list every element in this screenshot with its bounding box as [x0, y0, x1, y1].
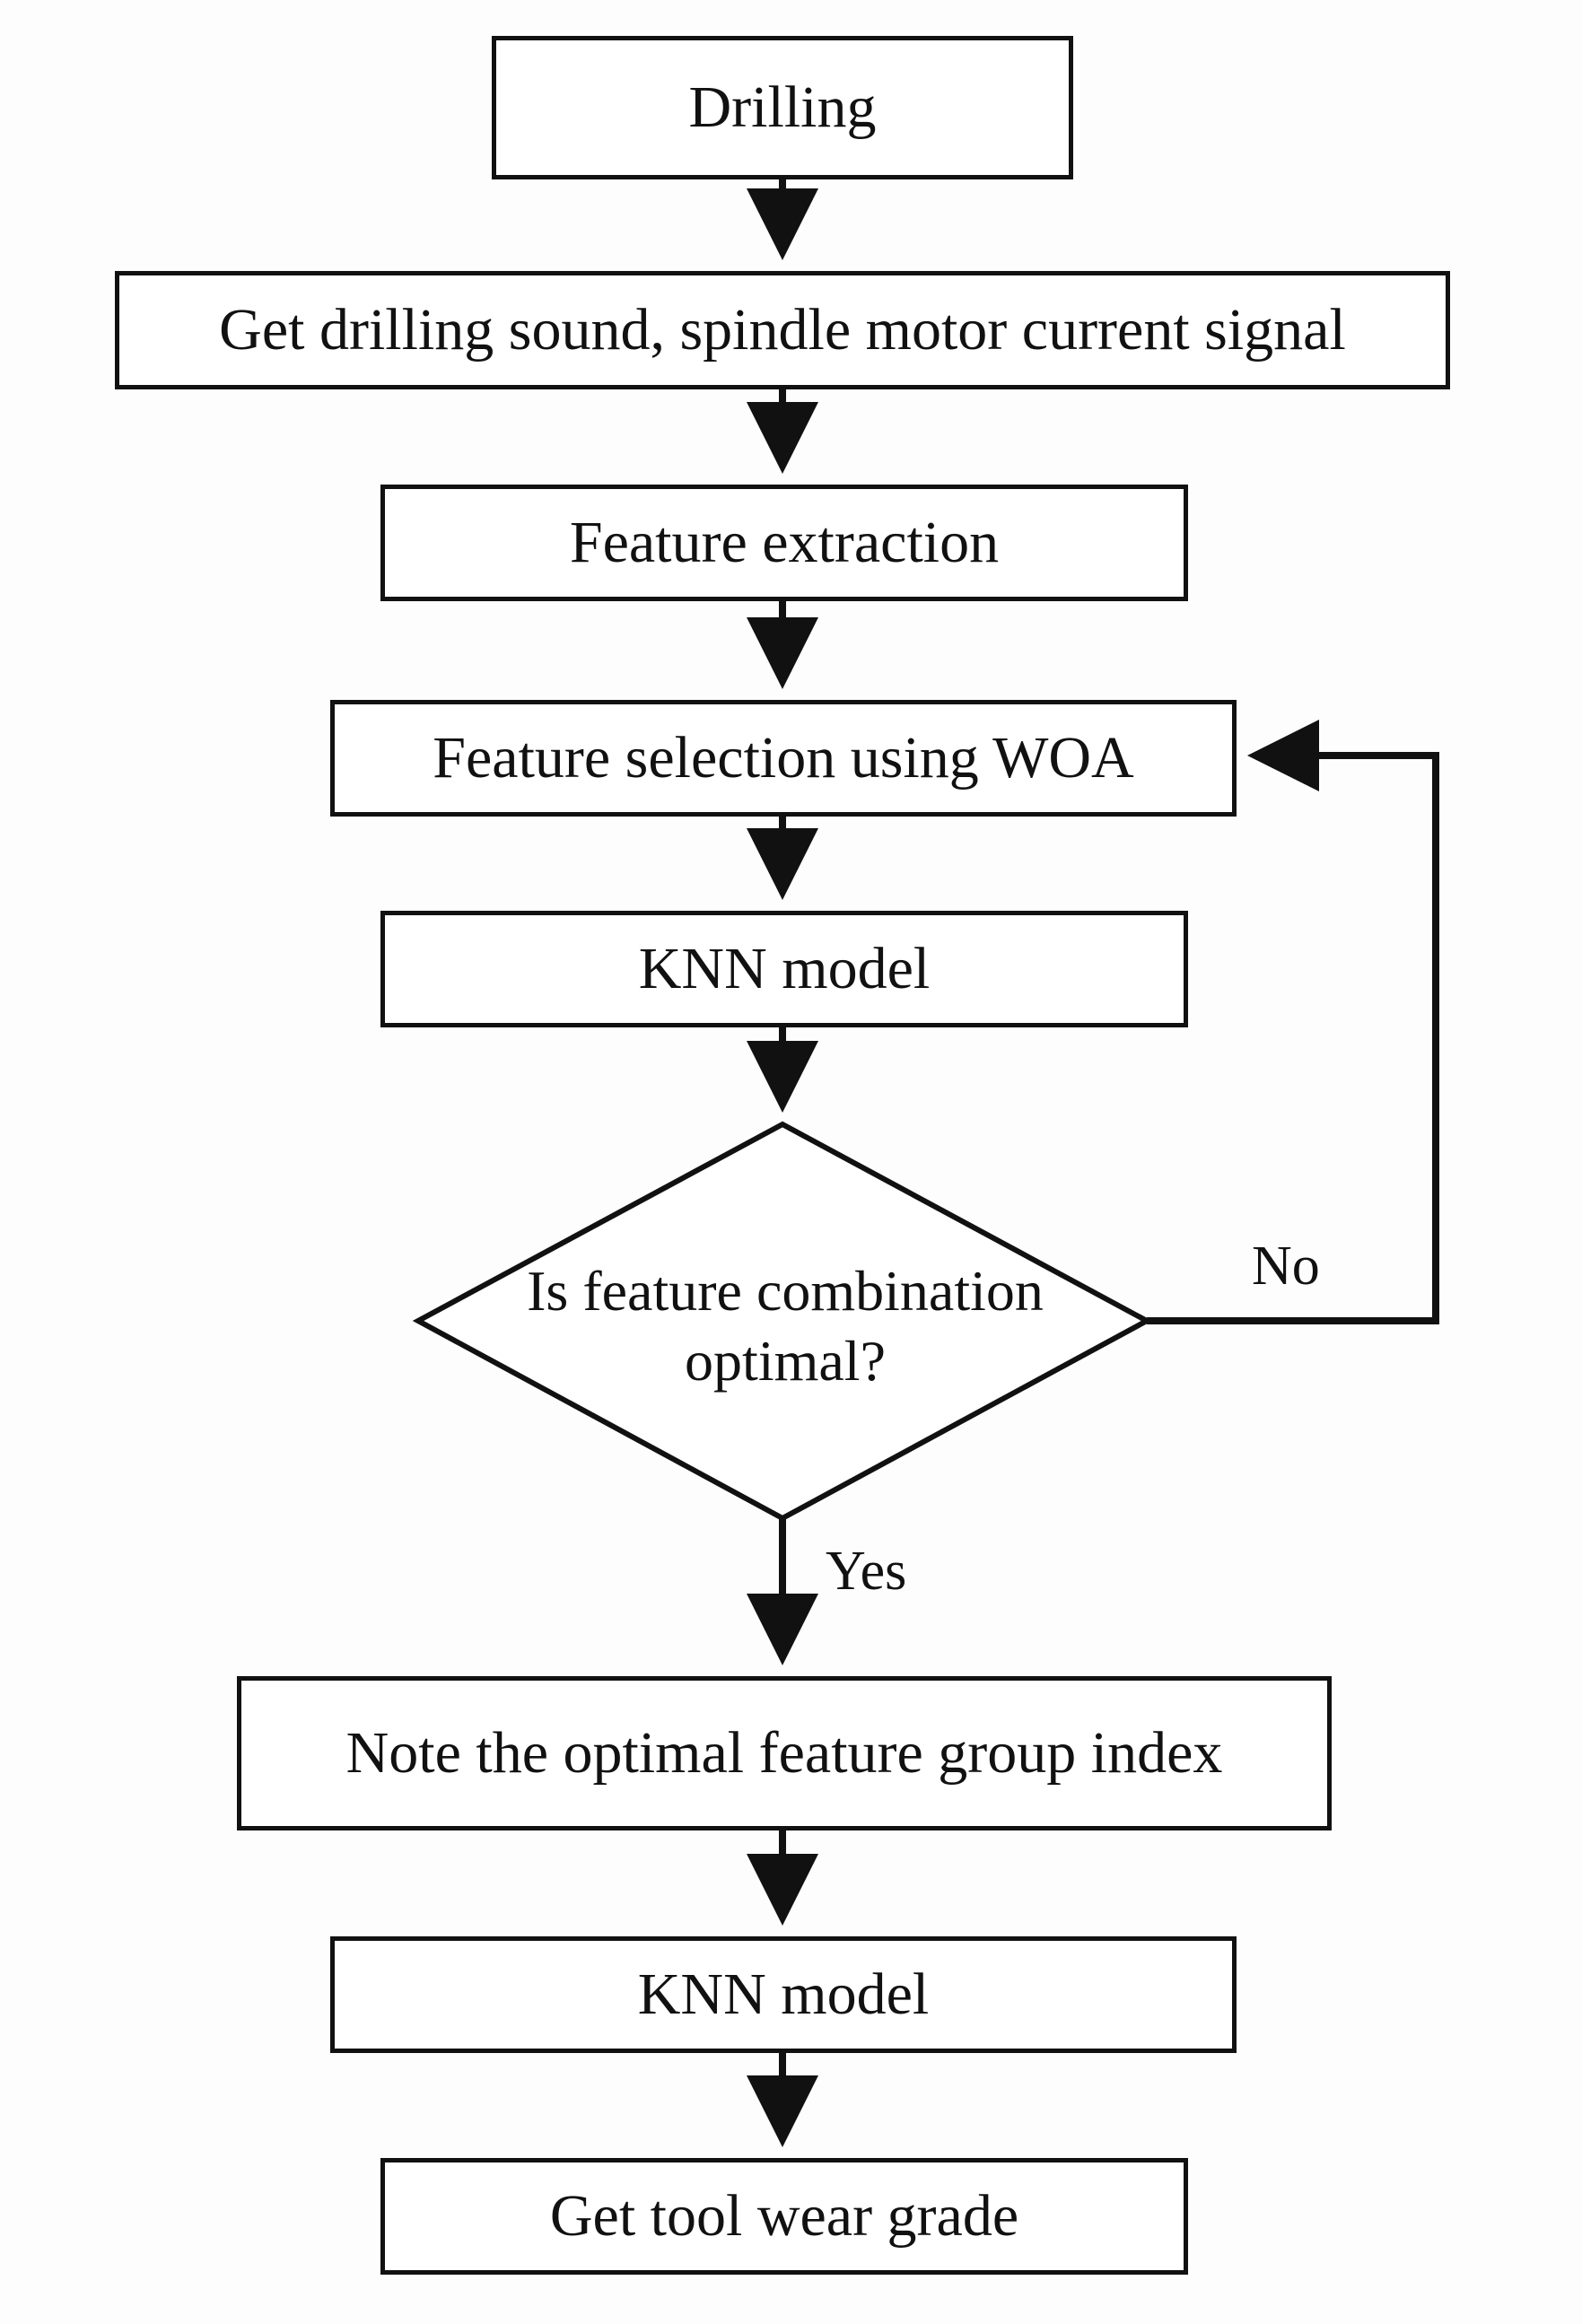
- node-knn-model-1-label: KNN model: [638, 936, 931, 1001]
- edge-label-yes: Yes: [826, 1541, 907, 1602]
- node-feature-selection: Feature selection using WOA: [330, 700, 1237, 817]
- node-knn-model-2: KNN model: [330, 1936, 1237, 2053]
- decision-label: Is feature combination optimal?: [422, 1256, 1149, 1396]
- node-get-grade-label: Get tool wear grade: [549, 2183, 1019, 2249]
- node-get-signal: Get drilling sound, spindle motor curren…: [115, 271, 1450, 389]
- node-drilling-label: Drilling: [688, 74, 877, 140]
- decision-label-line-2: optimal?: [685, 1329, 886, 1393]
- decision-label-line-1: Is feature combination: [527, 1259, 1044, 1323]
- arrow-no-loop: [1147, 720, 1439, 1324]
- node-get-signal-label: Get drilling sound, spindle motor curren…: [219, 297, 1346, 363]
- edge-label-no: No: [1252, 1236, 1320, 1297]
- node-note-index: Note the optimal feature group index: [237, 1676, 1332, 1830]
- node-knn-model-1: KNN model: [380, 911, 1188, 1027]
- node-feature-extraction-label: Feature extraction: [569, 510, 1000, 575]
- node-knn-model-2-label: KNN model: [637, 1961, 930, 2027]
- node-feature-selection-label: Feature selection using WOA: [433, 725, 1134, 791]
- node-drilling: Drilling: [492, 36, 1073, 179]
- node-feature-extraction: Feature extraction: [380, 485, 1188, 601]
- node-note-index-label: Note the optimal feature group index: [345, 1720, 1223, 1786]
- node-get-grade: Get tool wear grade: [380, 2158, 1188, 2275]
